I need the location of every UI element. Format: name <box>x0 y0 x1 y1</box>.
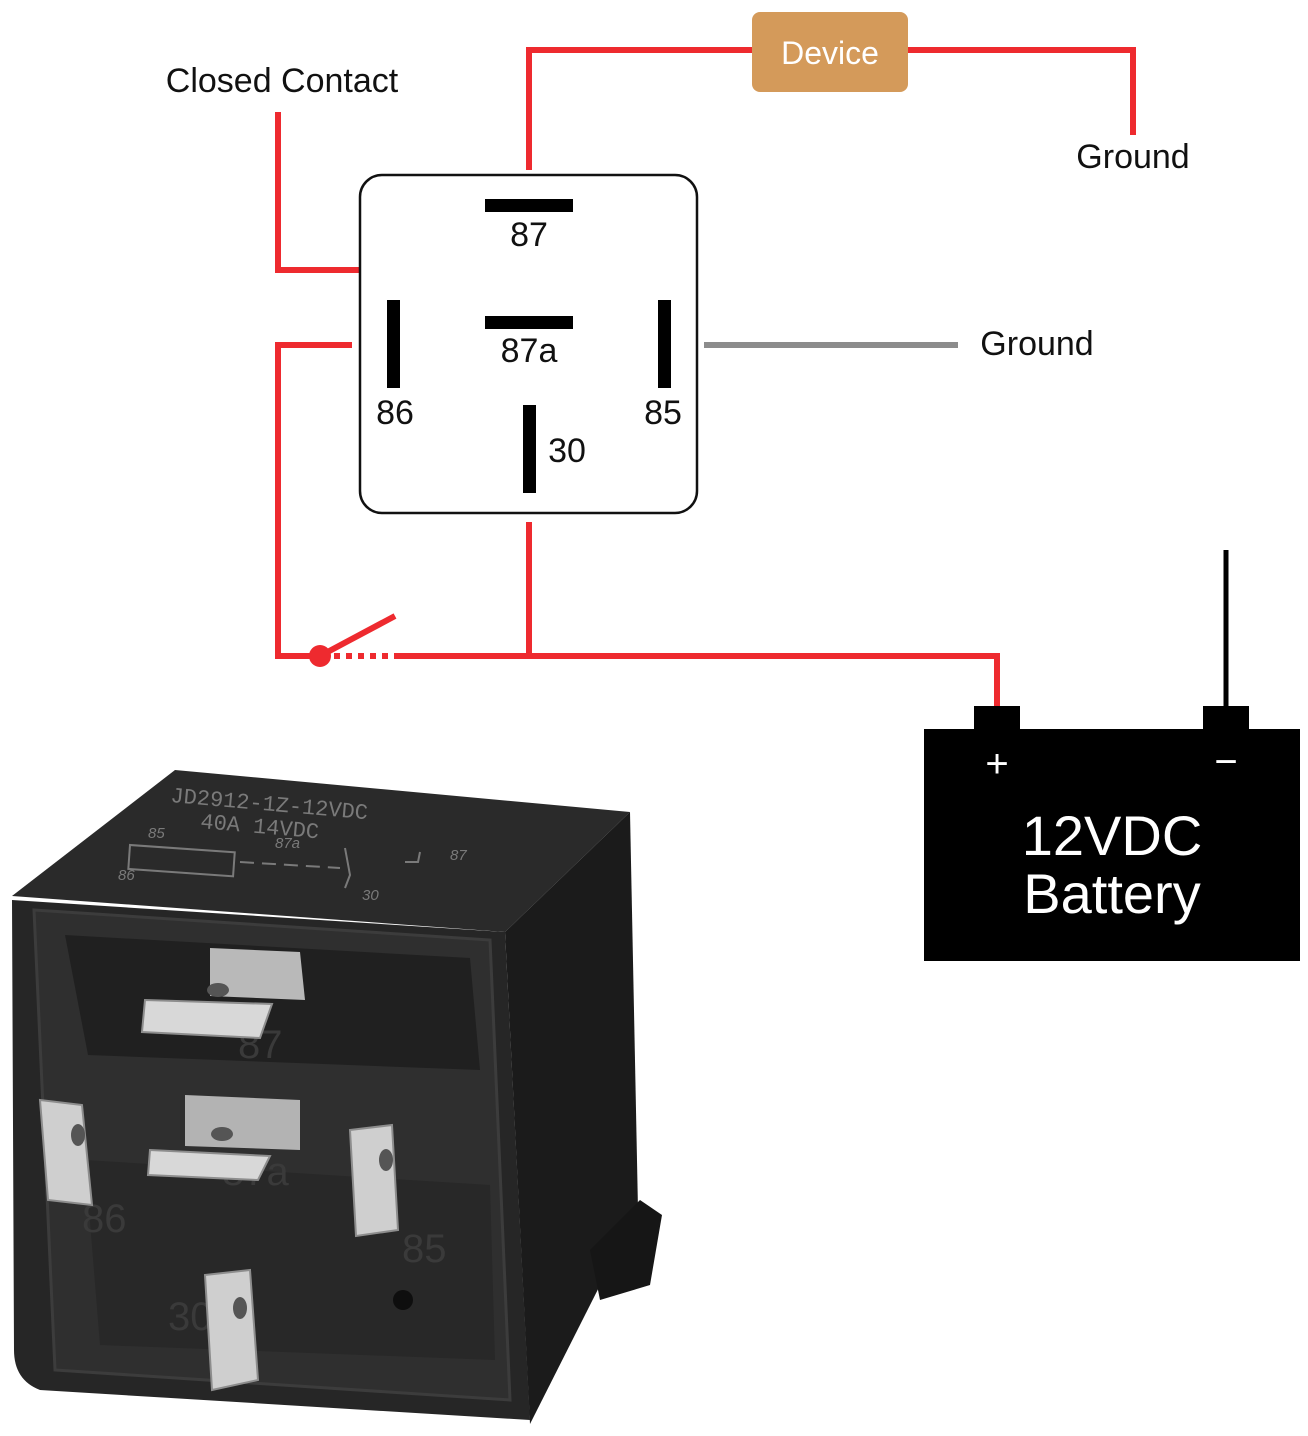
pin-87a-label: 87a <box>501 332 558 370</box>
relay-inner-recess <box>65 935 480 1070</box>
closed-contact-label: Closed Contact <box>166 62 399 100</box>
relay-emb-87a: 87a <box>275 835 300 852</box>
relay-terminals <box>38 948 400 1392</box>
terminal-30 <box>203 1268 260 1392</box>
terminal-87 <box>140 948 305 1040</box>
relay-side-tab <box>590 1200 662 1300</box>
relay-mold-85: 85 <box>402 1227 447 1271</box>
battery-plus-terminal <box>974 706 1020 732</box>
switch-lever <box>318 613 397 659</box>
battery-plus-sign: + <box>985 742 1008 786</box>
terminal-87a <box>146 1095 300 1182</box>
relay-switch-symbol <box>344 847 352 889</box>
battery-minus-sign: − <box>1214 740 1237 784</box>
relay-emb-87: 87 <box>450 847 467 864</box>
terminal-85 <box>348 1123 400 1238</box>
relay-hole <box>393 1290 413 1310</box>
relay-box <box>358 173 699 515</box>
device-box <box>752 12 908 92</box>
relay-emb-86: 86 <box>118 867 135 884</box>
relay-emb-30: 30 <box>362 887 379 904</box>
battery-minus-terminal <box>1203 706 1249 732</box>
wire-bus-to-battery-plus <box>398 653 1000 712</box>
wire-device-to-ground <box>908 47 1136 135</box>
pin-86-bar <box>387 300 400 388</box>
relay-schematic: 87 87a 86 85 30 <box>358 173 699 515</box>
ground-label-mid: Ground <box>980 325 1093 363</box>
pin-87-bar <box>485 199 573 212</box>
pin-85-label: 85 <box>644 394 682 432</box>
switch-pivot <box>309 645 331 667</box>
battery-body <box>924 729 1300 961</box>
device-block: Device <box>752 12 908 92</box>
pin-87-label: 87 <box>510 216 548 254</box>
battery-line-1: 12VDC <box>1022 804 1203 867</box>
pin-85-bar <box>658 300 671 388</box>
battery: + − 12VDC Battery <box>924 550 1300 961</box>
relay-coil-symbol <box>127 843 236 878</box>
wire-switch-to-86 <box>275 342 352 659</box>
pin-87a-bar <box>485 316 573 329</box>
switch <box>309 613 398 667</box>
wire-87-to-device <box>526 47 752 170</box>
relay-contact-line <box>239 861 341 869</box>
relay-top-face <box>12 770 630 932</box>
device-label: Device <box>781 35 879 71</box>
pin-30-bar <box>523 405 536 493</box>
pin-30-label: 30 <box>548 432 586 470</box>
relay-87-contact <box>405 851 421 863</box>
relay-mold-30: 30 <box>168 1295 213 1339</box>
pin-86-label: 86 <box>376 394 414 432</box>
relay-emb-85: 85 <box>148 825 165 842</box>
relay-product-image: JD2912-1Z-12VDC 40A 14VDC 85 86 87a 87 3… <box>12 770 662 1424</box>
terminal-86 <box>38 1098 94 1207</box>
battery-line-2: Battery <box>1023 862 1200 925</box>
ground-label-top: Ground <box>1076 138 1189 176</box>
